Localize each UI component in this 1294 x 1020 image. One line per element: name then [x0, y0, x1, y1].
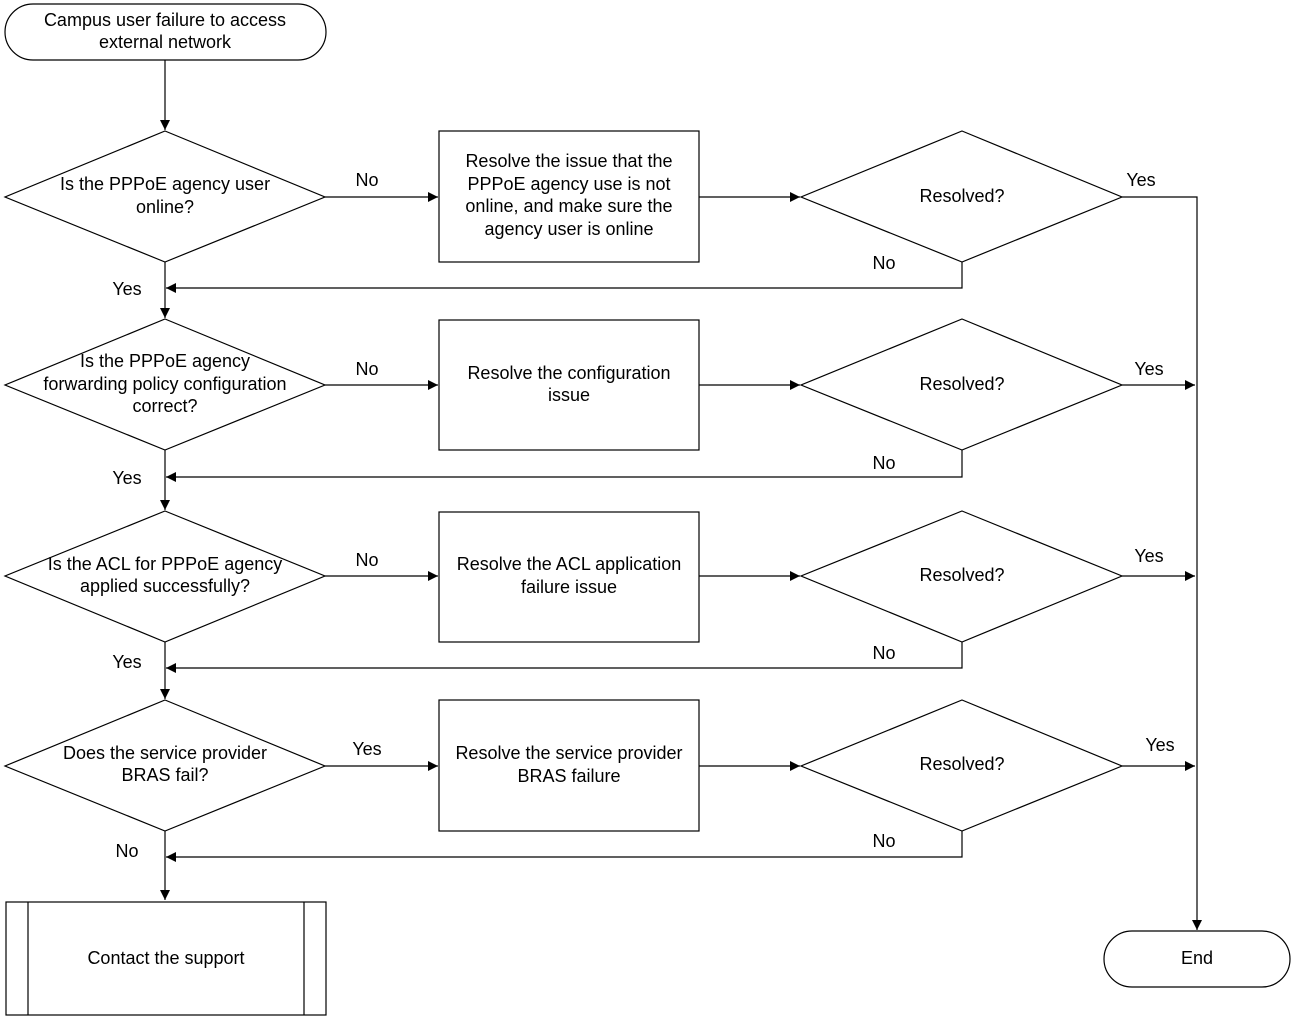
q1-line-2: online? — [136, 197, 194, 217]
action1-line-4: agency user is online — [484, 219, 653, 239]
start-label-line-2: external network — [99, 32, 232, 52]
check3-unresolved-label: No — [872, 643, 895, 663]
check4-unresolved-label: No — [872, 831, 895, 851]
action1-line-3: online, and make sure the — [465, 196, 672, 216]
action1-line-2: PPPoE agency use is not — [467, 174, 670, 194]
action2-line-1: Resolve the configuration — [467, 363, 670, 383]
q4-continue-label: No — [115, 841, 138, 861]
action-2: Resolve the configuration issue — [438, 319, 700, 451]
check3-resolved-label: Yes — [1134, 546, 1163, 566]
connector-check2-loop-back — [166, 450, 963, 482]
q2-branch-label: No — [355, 359, 378, 379]
action3-line-1: Resolve the ACL application — [457, 554, 681, 574]
end-label: End — [1181, 948, 1213, 968]
q2-line-2: forwarding policy configuration — [43, 374, 286, 394]
connector-check1-loop-back — [166, 262, 963, 293]
connector-check3-loop-back — [166, 642, 963, 673]
decision-q1: Is the PPPoE agency user online? — [3, 130, 327, 263]
connector-check1-to-end — [1122, 196, 1202, 930]
check2-unresolved-label: No — [872, 453, 895, 473]
start-label-line-1: Campus user failure to access — [44, 10, 286, 30]
q2-continue-label: Yes — [112, 468, 141, 488]
contact-support-label: Contact the support — [87, 948, 244, 968]
check1-resolved-label: Yes — [1126, 170, 1155, 190]
action-1: Resolve the issue that the PPPoE agency … — [438, 130, 700, 263]
check4-resolved-label: Yes — [1145, 735, 1174, 755]
action-4: Resolve the service provider BRAS failur… — [438, 699, 700, 832]
q4-branch-label: Yes — [352, 739, 381, 759]
check1-unresolved-label: No — [872, 253, 895, 273]
q3-line-1: Is the ACL for PPPoE agency — [48, 554, 282, 574]
q1-line-1: Is the PPPoE agency user — [60, 174, 270, 194]
decision-q2: Is the PPPoE agency forwarding policy co… — [3, 318, 327, 451]
q3-branch-label: No — [355, 550, 378, 570]
start-node: Campus user failure to access external n… — [4, 3, 327, 61]
action4-line-1: Resolve the service provider — [455, 743, 682, 763]
check-1: Resolved? — [799, 130, 1124, 263]
q4-line-2: BRAS fail? — [121, 765, 208, 785]
decision-q3: Is the ACL for PPPoE agency applied succ… — [3, 510, 327, 643]
action4-line-2: BRAS failure — [517, 766, 620, 786]
q2-line-3: correct? — [132, 396, 197, 416]
check-4: Resolved? — [799, 699, 1124, 832]
check3-label: Resolved? — [919, 565, 1004, 585]
action3-line-2: failure issue — [521, 577, 617, 597]
q3-line-2: applied successfully? — [80, 576, 250, 596]
check-2: Resolved? — [799, 318, 1124, 451]
contact-support-node: Contact the support — [5, 901, 327, 1016]
check2-label: Resolved? — [919, 374, 1004, 394]
action1-line-1: Resolve the issue that the — [465, 151, 672, 171]
q2-line-1: Is the PPPoE agency — [80, 351, 250, 371]
action2-line-2: issue — [548, 385, 590, 405]
check4-label: Resolved? — [919, 754, 1004, 774]
check2-resolved-label: Yes — [1134, 359, 1163, 379]
q1-branch-label: No — [355, 170, 378, 190]
q1-continue-label: Yes — [112, 279, 141, 299]
q4-line-1: Does the service provider — [63, 743, 267, 763]
connector-check4-loop-back — [166, 831, 963, 862]
action-3: Resolve the ACL application failure issu… — [438, 511, 700, 643]
end-node: End — [1103, 930, 1291, 988]
check-3: Resolved? — [799, 510, 1124, 643]
q3-continue-label: Yes — [112, 652, 141, 672]
decision-q4: Does the service provider BRAS fail? — [3, 699, 327, 832]
check1-label: Resolved? — [919, 186, 1004, 206]
